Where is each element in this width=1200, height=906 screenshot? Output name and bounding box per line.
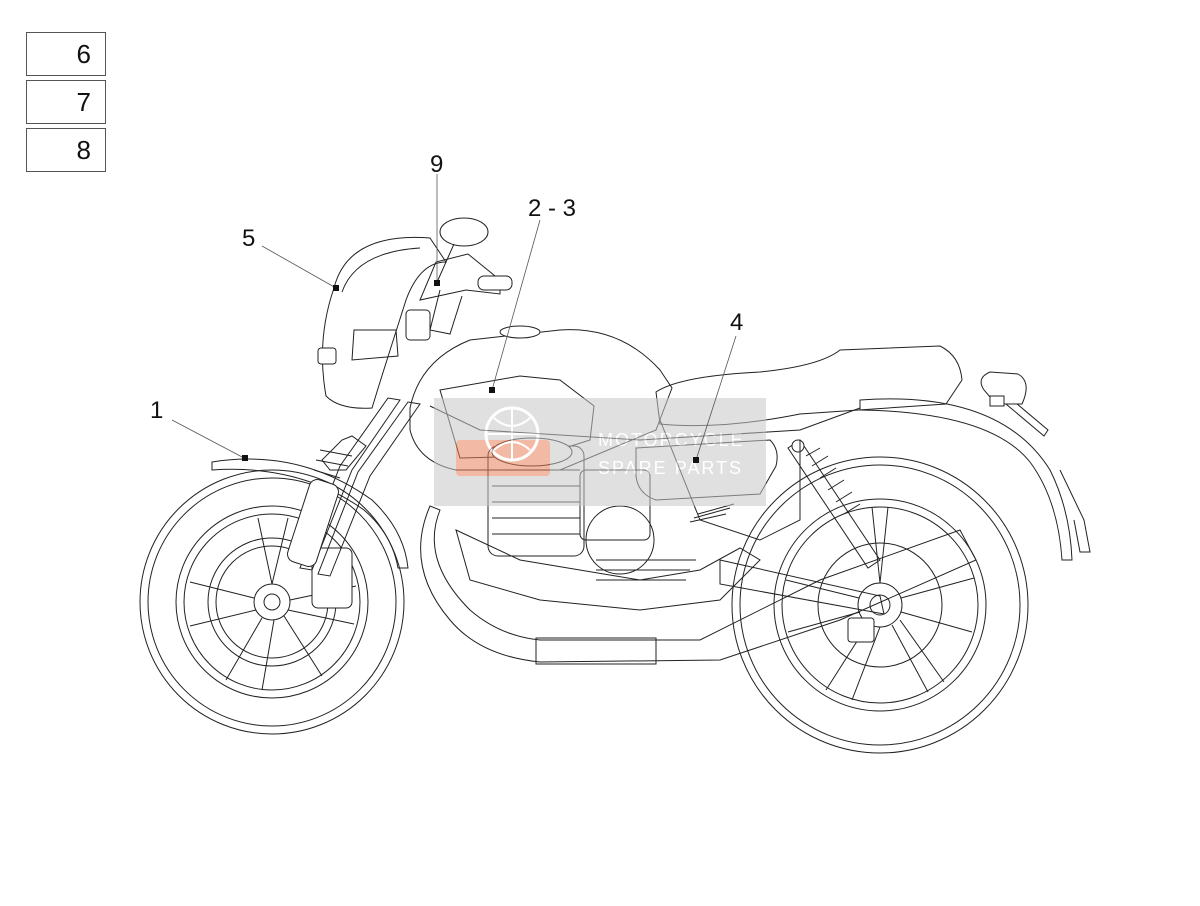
- legend-label-7: 7: [76, 87, 91, 117]
- rear-shock: [787, 439, 881, 569]
- legend-box-6: 6: [26, 32, 106, 76]
- swingarm: [719, 559, 885, 615]
- legend-box-8: 8: [26, 128, 106, 172]
- callout-label-1: 1: [150, 397, 163, 424]
- callout-4: 4: [693, 309, 743, 463]
- handlebar: [405, 217, 513, 341]
- globe-icon-lines: [486, 408, 538, 460]
- legend-box-7: 7: [26, 80, 106, 124]
- headlight-fairing: [317, 236, 447, 409]
- rear-fender: [859, 398, 1073, 561]
- watermark-line1: MOTORCYCLE: [598, 430, 745, 450]
- front-fender: [211, 458, 409, 569]
- front-fork: [287, 397, 421, 577]
- legend-label-8: 8: [76, 135, 91, 165]
- callout-marker-2-3: [489, 387, 495, 393]
- legend-label-6: 6: [76, 39, 91, 69]
- callout-marker-4: [693, 457, 699, 463]
- rear-wheel: [731, 456, 1029, 754]
- callout-label-4: 4: [730, 309, 743, 336]
- callout-marker-5: [333, 285, 339, 291]
- callout-5: 5: [242, 225, 339, 291]
- callout-label-9: 9: [430, 151, 443, 178]
- callout-9: 9: [430, 151, 443, 286]
- watermark: MOTORCYCLE SPARE PARTS: [434, 398, 766, 506]
- callout-2-3: 2 - 3: [489, 195, 576, 393]
- callout-marker-9: [434, 280, 440, 286]
- callout-1: 1: [150, 397, 248, 461]
- exhaust: [420, 505, 977, 665]
- front-wheel: [139, 469, 405, 735]
- callout-marker-1: [242, 455, 248, 461]
- callout-label-2-3: 2 - 3: [528, 195, 576, 222]
- callout-label-5: 5: [242, 225, 255, 252]
- watermark-line2: SPARE PARTS: [598, 458, 743, 478]
